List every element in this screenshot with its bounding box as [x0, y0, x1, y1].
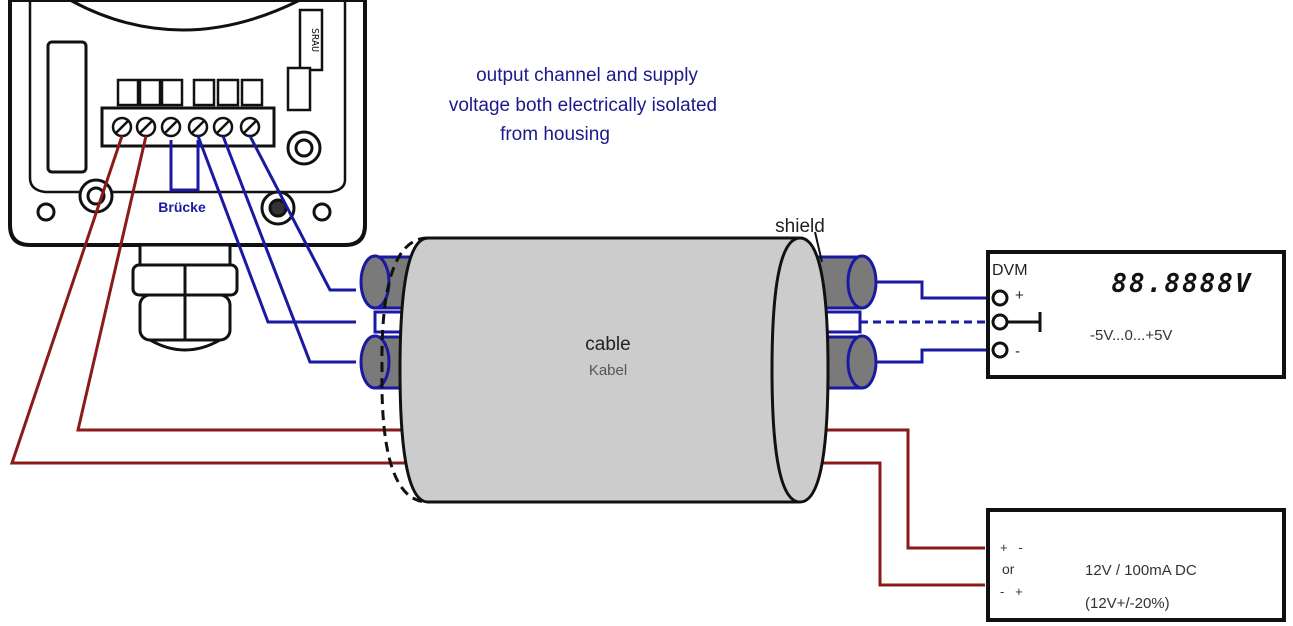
- cable-gland: [131, 243, 239, 352]
- bridge-wire: [169, 140, 200, 192]
- mounting-screws: [36, 130, 332, 226]
- housing-side-text: SRAU: [309, 28, 320, 52]
- supply-or: or: [1002, 561, 1015, 577]
- supply-top-signs: + -: [1000, 540, 1023, 555]
- supply-wires: [9, 135, 985, 587]
- housing-inner: [28, 0, 347, 194]
- annotation-line-1: output channel and supply: [476, 65, 698, 86]
- housing-jumper: [286, 66, 312, 112]
- signal-wires-right: [860, 280, 998, 364]
- ground-symbol: [1007, 312, 1042, 332]
- housing-left-component: [46, 40, 88, 174]
- terminal-tabs: [116, 78, 264, 107]
- supply-wire-3: [812, 428, 985, 550]
- bridge-label: Brücke: [158, 199, 206, 215]
- dvm-title: DVM: [992, 262, 1028, 279]
- cable-right-end: [770, 236, 801, 504]
- dvm-terminal-plus[interactable]: [991, 289, 1009, 307]
- dvm-plus-label: +: [1015, 287, 1024, 304]
- supply-wire-1: [76, 135, 442, 432]
- supply-box: [986, 508, 1286, 622]
- annotation-line-2: voltage both electrically isolated: [449, 95, 717, 116]
- dvm-terminal-minus[interactable]: [991, 341, 1009, 359]
- dvm-box: [986, 250, 1286, 379]
- annotation-line-3: from housing: [500, 124, 610, 145]
- dvm-meter: DVM 88.8888V + - -5V...0...+5V: [986, 250, 1286, 379]
- dvm-minus-label: -: [1015, 343, 1020, 360]
- supply-rating: 12V / 100mA DC: [1085, 562, 1197, 579]
- dvm-range: -5V...0...+5V: [1090, 327, 1172, 344]
- cable-label-de: Kabel: [589, 362, 627, 379]
- cable-label: cable: [585, 334, 630, 355]
- dvm-terminal-ground[interactable]: [991, 313, 1009, 331]
- shield-pointer: [814, 231, 823, 263]
- supply-bottom-signs: - +: [1000, 584, 1023, 599]
- shield-label: shield: [775, 216, 825, 237]
- power-supply: + - or - + 12V / 100mA DC (12V+/-20%): [986, 508, 1286, 622]
- supply-tolerance: (12V+/-20%): [1085, 595, 1170, 612]
- cable-left-edge: [380, 236, 429, 504]
- dvm-display: 88.8888V: [1111, 269, 1252, 299]
- housing-arc: [69, 0, 301, 32]
- supply-wire-4: [812, 461, 985, 587]
- dvm-terminals[interactable]: [991, 289, 1009, 359]
- sensor-housing: SRAU Brücke: [8, 0, 367, 247]
- supply-wire-2: [9, 135, 442, 465]
- signal-wires-left: [196, 135, 356, 364]
- cable: [359, 236, 878, 504]
